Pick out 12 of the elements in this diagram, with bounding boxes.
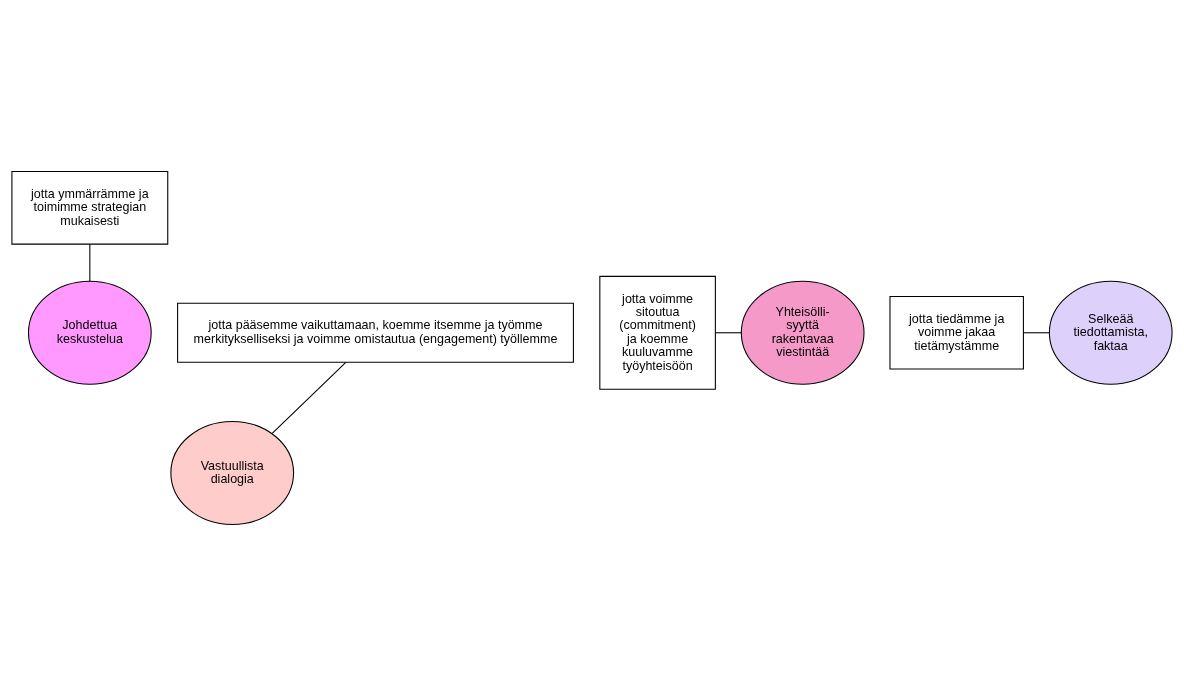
node-ellipse: Selkeää tiedottamista, faktaa <box>1048 280 1173 385</box>
node-ellipse: Yhteisölli- syyttä rakentavaa viestintää <box>740 280 865 385</box>
connector <box>1022 332 1050 334</box>
node-box: jotta ymmärrämme ja toimimme strategian mukaisesti <box>11 171 169 245</box>
node-ellipse: Vastuullista dialogia <box>170 420 295 525</box>
node-box: jotta voimme sitoutua (commitment) ja koemme kuuluvamme työyhteisöön <box>599 275 716 390</box>
connector <box>714 332 742 334</box>
node-box: jotta pääsemme vaikuttamaan, koemme itsemme ja työmme merkitykselliseksi ja voimme omistautua (engagement) työllemme <box>177 302 574 363</box>
node-ellipse: Johdettua keskustelua <box>27 280 152 385</box>
node-box: jotta tiedämme ja voimme jakaa tietämystämme <box>889 295 1024 370</box>
connector <box>271 361 347 434</box>
connector <box>89 243 91 282</box>
